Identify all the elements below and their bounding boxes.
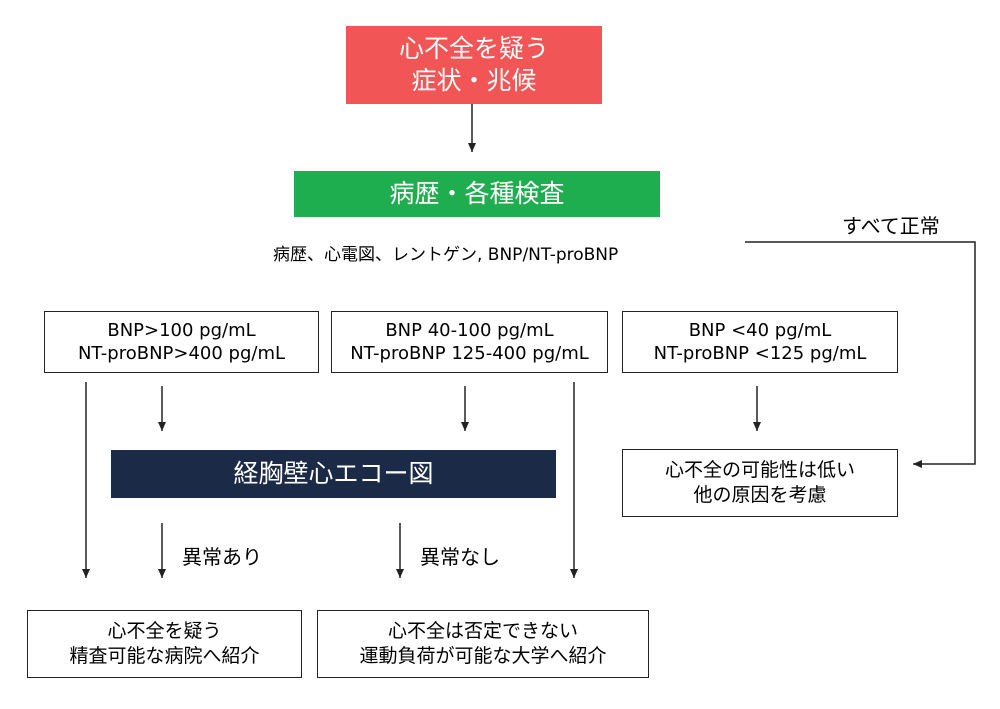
exam-detail-text: 病歴、心電図、レントゲン, BNP/NT-proBNP <box>273 245 619 265</box>
start-line2: 症状・兆候 <box>411 66 537 95</box>
start-node: 心不全を疑う 症状・兆候 <box>346 26 602 104</box>
bnp-low-line2: NT-proBNP <125 pg/mL <box>653 343 867 364</box>
suspect-line2: 精査可能な病院へ紹介 <box>69 645 260 667</box>
abnormal-label: 異常あり <box>182 545 262 569</box>
no-abnormal-label: 異常なし <box>420 545 500 569</box>
start-line1: 心不全を疑う <box>398 33 549 63</box>
unlikely-node: 心不全の可能性は低い 他の原因を考慮 <box>622 449 898 517</box>
unlikely-line2: 他の原因を考慮 <box>693 484 827 506</box>
bnp-low-line1: BNP <40 pg/mL <box>688 319 832 341</box>
cannot-exclude-line1: 心不全は否定できない <box>387 620 578 643</box>
cannot-exclude-node: 心不全は否定できない 運動負荷が可能な大学へ紹介 <box>317 610 649 678</box>
exam-node: 病歴・各種検査 <box>294 171 660 217</box>
bnp-high-node: BNP>100 pg/mL NT-proBNP>400 pg/mL <box>44 311 319 373</box>
suspect-line1: 心不全を疑う <box>107 620 222 643</box>
bnp-mid-node: BNP 40-100 pg/mL NT-proBNP 125-400 pg/mL <box>331 311 608 373</box>
exam-label: 病歴・各種検査 <box>389 178 565 208</box>
suspect-node: 心不全を疑う 精査可能な病院へ紹介 <box>27 610 302 678</box>
bnp-mid-line1: BNP 40-100 pg/mL <box>385 319 554 341</box>
arrow-all-normal <box>745 241 976 468</box>
echo-node: 経胸壁心エコー図 <box>111 450 556 498</box>
cannot-exclude-line2: 運動負荷が可能な大学へ紹介 <box>359 645 607 667</box>
all-normal-label: すべて正常 <box>842 214 940 238</box>
bnp-high-line1: BNP>100 pg/mL <box>107 319 256 341</box>
bnp-mid-line2: NT-proBNP 125-400 pg/mL <box>350 343 589 364</box>
bnp-high-line2: NT-proBNP>400 pg/mL <box>77 343 286 364</box>
bnp-low-node: BNP <40 pg/mL NT-proBNP <125 pg/mL <box>622 311 898 373</box>
unlikely-line1: 心不全の可能性は低い <box>664 459 855 482</box>
echo-label: 経胸壁心エコー図 <box>233 458 434 488</box>
